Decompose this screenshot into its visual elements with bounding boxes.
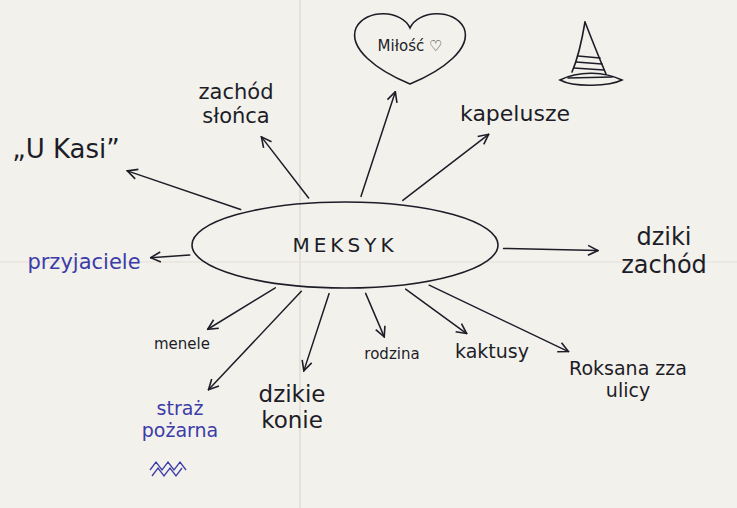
mindmap-arrow [361,92,395,197]
mindmap-arrow [403,134,489,200]
node-text: Miłość ♡ [378,38,443,55]
topic-word: dziki zachód [604,220,724,283]
topic-word: straż pożarna [132,394,228,446]
node-text: kapelusze [460,101,570,126]
topic-word: menele [150,332,214,357]
mindmap-arrow [208,291,301,389]
node-text: zachód słońca [184,80,288,128]
node-text: straż pożarna [136,398,224,442]
mindmap-arrow [366,293,385,337]
mindmap-arrow [151,255,190,258]
scribble [150,462,186,476]
mindmap-arrow [406,289,467,333]
node-text: Roksana zza ulicy [552,358,704,402]
mindmap-arrow [208,288,276,329]
topic-word: dzikie konie [242,377,342,438]
topic-word: kapelusze [456,97,574,130]
heart-bubble: Miłość ♡ [348,8,472,86]
node-text: dziki zachód [608,224,720,279]
mindmap-arrow [504,248,598,250]
topic-word: zachód słońca [180,76,292,132]
topic-word: „U Kasi” [8,131,124,169]
topic-word: kaktusy [451,337,533,367]
node-text: MEKSYK [292,234,397,257]
hat-drawing [560,22,622,85]
mindmap-arrow [127,171,240,210]
node-text: rodzina [364,346,419,363]
topic-word: przyjaciele [23,246,144,278]
central-ellipse: MEKSYK [190,200,500,290]
topic-word: rodzina [360,342,423,367]
mindmap-arrow [261,137,308,198]
node-text: kaktusy [455,341,529,363]
node-text: menele [154,336,210,353]
node-text: dzikie konie [246,381,338,434]
node-text: przyjaciele [27,250,140,274]
node-text: „U Kasi” [12,135,120,165]
topic-word: Roksana zza ulicy [548,354,708,406]
mindmap-arrow [304,294,329,371]
